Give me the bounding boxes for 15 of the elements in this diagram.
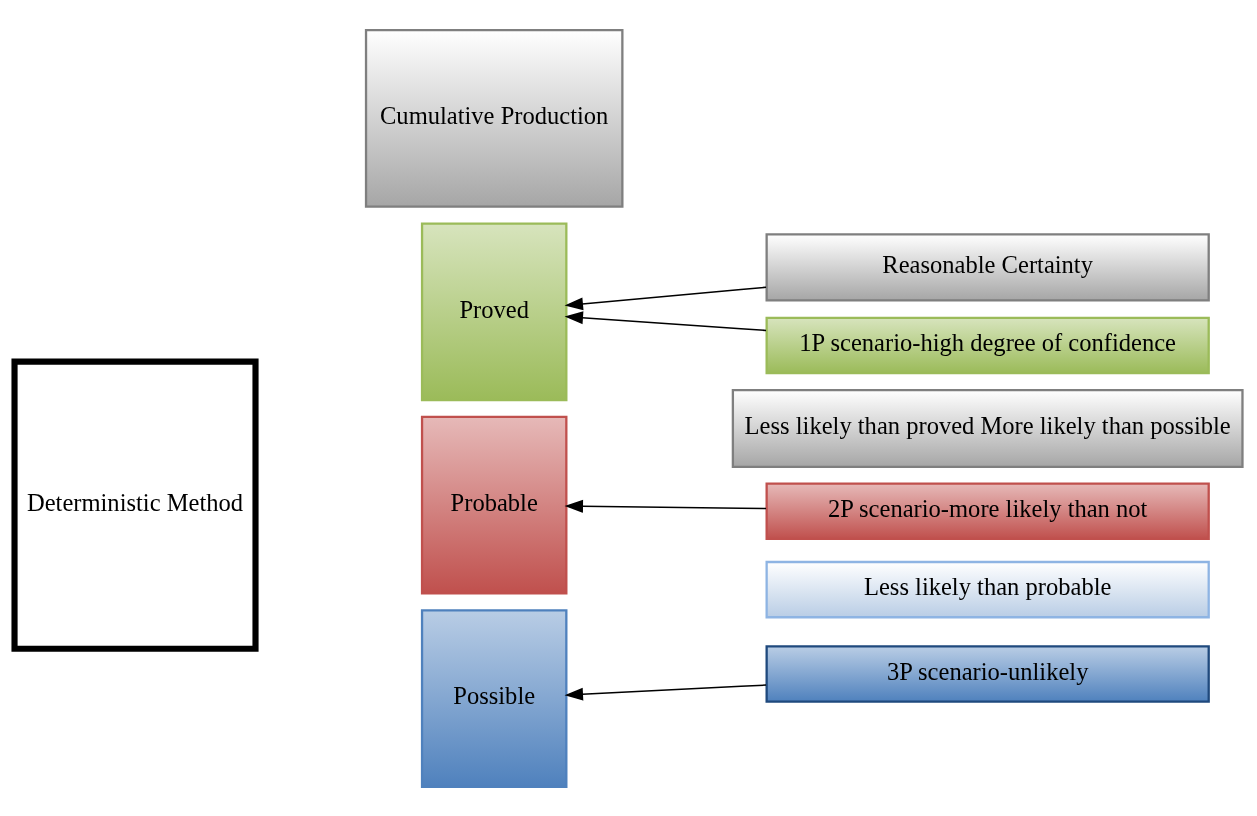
node-box: Possible xyxy=(420,608,568,788)
node-box: Less likely than probable xyxy=(765,560,1210,618)
node-box: Less likely than proved More likely than possible xyxy=(731,388,1244,468)
node-box: Deterministic Method xyxy=(11,358,259,652)
node-box: 1P scenario-high degree of confidence xyxy=(765,316,1210,374)
node-box: Probable xyxy=(420,415,568,595)
node-box: 3P scenario-unlikely xyxy=(765,644,1210,703)
arrow xyxy=(564,499,767,513)
node-box: Cumulative Production xyxy=(364,28,624,208)
arrow xyxy=(564,310,767,331)
node-box: Proved xyxy=(420,221,568,401)
node-box: Reasonable Certainty xyxy=(765,232,1210,301)
arrow xyxy=(564,286,767,310)
node-box: 2P scenario-more likely than not xyxy=(765,482,1210,540)
arrow xyxy=(564,683,767,701)
